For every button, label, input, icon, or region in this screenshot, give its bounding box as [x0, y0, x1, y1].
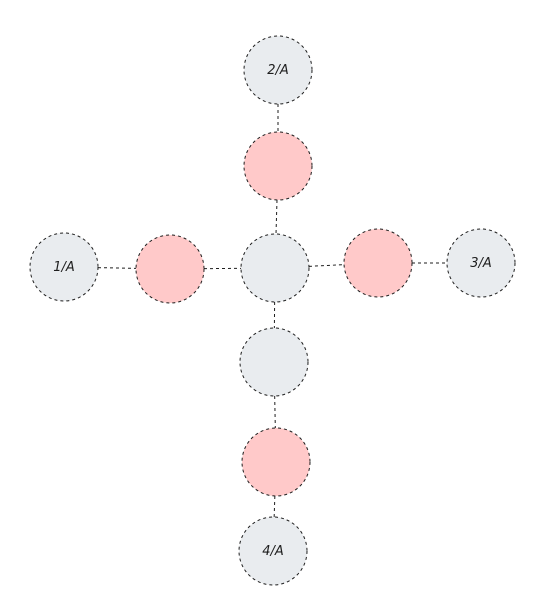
node-right-pink[interactable]: [343, 228, 413, 298]
node-2a[interactable]: 2/A: [243, 35, 313, 105]
edge-below-gray-to-bottom-pink: [274, 395, 276, 429]
nodes-layer: 1/A 3/A 2/A 4/A: [29, 35, 516, 586]
edge-bottom-pink-to-4a: [273, 495, 276, 518]
node-4a[interactable]: 4/A: [238, 516, 308, 586]
node-circle: [135, 234, 205, 304]
node-circle: [343, 228, 413, 298]
node-label: 2/A: [267, 63, 289, 78]
node-3a[interactable]: 3/A: [446, 228, 516, 298]
node-left-pink[interactable]: [135, 234, 205, 304]
node-center[interactable]: [240, 233, 310, 303]
edge-1a-to-left-pink: [97, 267, 137, 269]
node-circle: [29, 232, 99, 302]
node-circle: [238, 516, 308, 586]
node-label: 3/A: [470, 256, 492, 271]
node-circle: [446, 228, 516, 298]
node-label: 1/A: [53, 260, 75, 275]
node-circle: [243, 35, 313, 105]
edges-layer: [97, 104, 447, 518]
node-below-gray[interactable]: [239, 327, 309, 397]
node-1a[interactable]: 1/A: [29, 232, 99, 302]
node-circle: [239, 327, 309, 397]
node-label: 4/A: [262, 544, 284, 559]
node-circle: [243, 131, 313, 201]
node-top-pink[interactable]: [243, 131, 313, 201]
node-bottom-pink[interactable]: [241, 427, 311, 497]
edge-center-to-right-pink: [308, 264, 345, 267]
node-circle: [241, 427, 311, 497]
edge-top-pink-to-center: [275, 199, 278, 235]
node-circle: [240, 233, 310, 303]
